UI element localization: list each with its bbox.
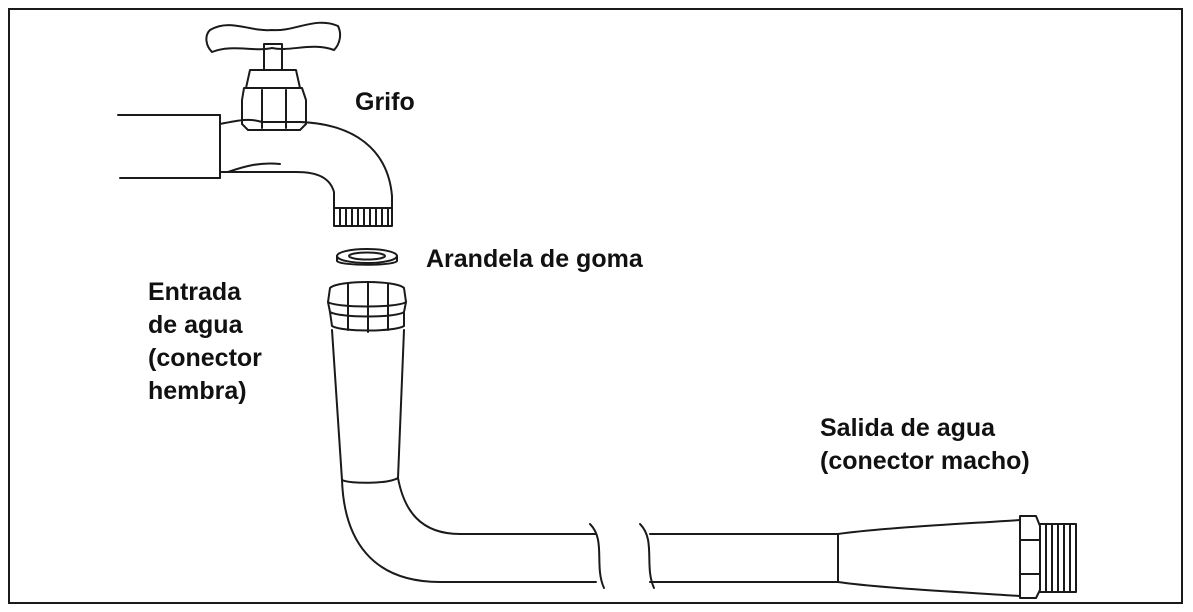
washer-label-text: Arandela de goma	[426, 245, 643, 273]
hose-drawing	[327, 281, 1077, 599]
rubber-washer-drawing	[336, 248, 398, 266]
faucet-label-text: Grifo	[355, 88, 415, 116]
water-outlet-label: Salida de agua (conector macho)	[820, 412, 1030, 478]
water-outlet-label-line-1: Salida de agua	[820, 414, 996, 442]
water-inlet-label: Entrada de agua (conector hembra)	[148, 276, 262, 408]
faucet-label: Grifo	[355, 86, 415, 119]
water-inlet-label-line-2: de agua	[148, 311, 243, 339]
diagram-frame	[8, 8, 1183, 604]
water-inlet-label-line-1: Entrada	[148, 278, 242, 306]
washer-label: Arandela de goma	[426, 243, 643, 276]
water-inlet-label-line-4: hembra)	[148, 377, 247, 405]
water-outlet-label-line-2: (conector macho)	[820, 447, 1030, 475]
faucet-drawing	[117, 21, 393, 227]
water-inlet-label-line-3: (conector	[148, 344, 262, 372]
